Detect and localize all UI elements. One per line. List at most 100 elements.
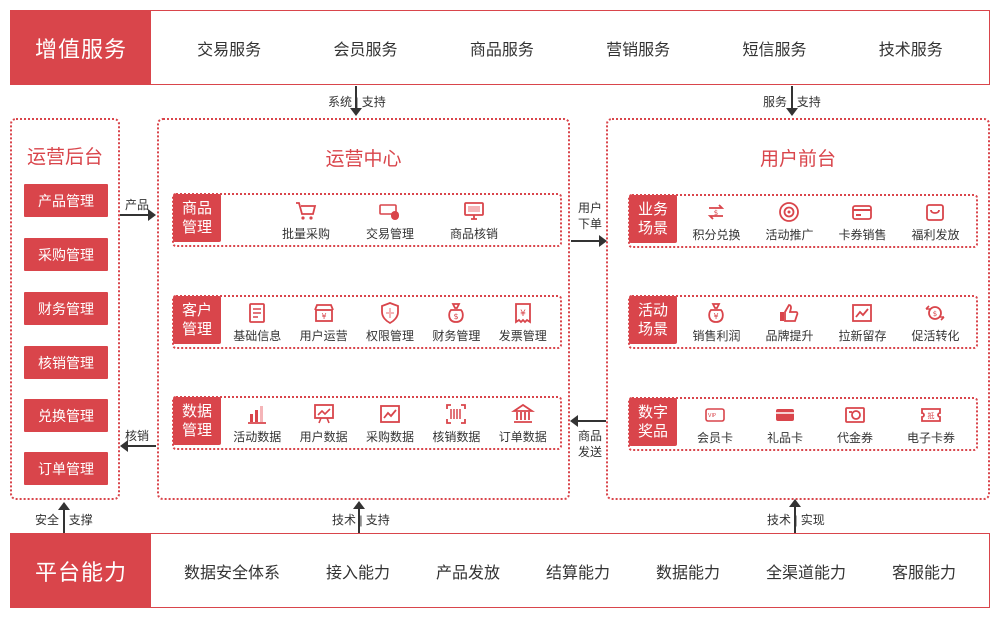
capability-item: 数据能力: [655, 564, 720, 582]
arrow-left-goods-delivery: [576, 420, 606, 422]
e-coupon-item[interactable]: 抵 电子卡券: [907, 403, 955, 446]
welfare-distribution-item[interactable]: 福利发放: [911, 200, 960, 243]
svg-text:¥: ¥: [520, 309, 526, 319]
activity-scene-row: 活动场景 ¥ 销售利润 品牌提升 拉新留存 $ 促活转化: [628, 295, 978, 349]
row-label: 客户管理: [173, 296, 221, 344]
basic-info-item[interactable]: 基础信息: [233, 301, 281, 344]
connector-bottom-right-label: 技术 | 实现: [767, 513, 825, 527]
row-items: ¥ 销售利润 品牌提升 拉新留存 $ 促活转化: [680, 297, 972, 347]
order-management-button[interactable]: 订单管理: [24, 452, 108, 485]
item-label: 发票管理: [498, 328, 547, 343]
arrowhead-icon: [350, 108, 362, 116]
row-label: 数据管理: [173, 397, 221, 445]
writeoff-flow-label: 核销: [125, 429, 150, 443]
capability-item: 产品发放: [435, 564, 500, 582]
item-label: 基础信息: [233, 328, 282, 343]
sales-profit-item[interactable]: ¥ 销售利润: [692, 301, 741, 344]
arrowhead-icon: [570, 415, 578, 427]
row-items: VIP 会员卡 礼品卡 代金券 抵 电子卡券: [680, 399, 972, 449]
invoice-management-item[interactable]: ¥ 发票管理: [499, 301, 547, 344]
money-bag-icon: ¥: [708, 302, 725, 323]
customer-management-row: 客户管理 基础信息 ¥ 用户运营 权限管理 $ 财务管理 ¥ 发票管理: [172, 295, 562, 349]
row-items: 批量采购 交易管理 商品核销: [224, 195, 556, 245]
connector-bottom-mid-label: 技术 | 支持: [332, 513, 390, 527]
svg-text:VIP: VIP: [708, 413, 716, 419]
monitor-icon: [464, 201, 484, 220]
arrow-down-top-left: [355, 86, 357, 112]
finance-management-button[interactable]: 财务管理: [24, 292, 108, 325]
row-items: 基础信息 ¥ 用户运营 权限管理 $ 财务管理 ¥ 发票管理: [224, 297, 556, 347]
item-label: 交易管理: [365, 226, 414, 241]
item-label: 用户运营: [299, 328, 348, 343]
money-bag-icon: $: [448, 302, 465, 323]
item-label: 销售利润: [692, 328, 741, 343]
ops-center-panel: 运营中心 商品管理 批量采购 交易管理 商品核销 客户管理 基础信息: [157, 118, 570, 500]
activation-conversion-item[interactable]: $ 促活转化: [911, 301, 960, 344]
arrowhead-icon: [148, 209, 156, 221]
item-label: 核销数据: [432, 429, 481, 444]
activity-data-item[interactable]: 活动数据: [233, 402, 281, 445]
item-label: 财务管理: [432, 328, 481, 343]
shield-icon: [381, 301, 399, 324]
service-item: 营销服务: [606, 41, 671, 59]
service-item: 短信服务: [742, 41, 807, 59]
user-data-item[interactable]: 用户数据: [300, 402, 348, 445]
arrow-left-writeoff: [126, 445, 156, 447]
business-scene-row: 业务场景 $ 积分兑换 活动推广 卡券销售 福利发放: [628, 194, 978, 248]
voucher-icon: [845, 406, 865, 423]
value-added-services-title: 增值服务: [11, 11, 151, 84]
store-icon: ¥: [313, 303, 334, 322]
order-data-item[interactable]: 订单数据: [499, 402, 547, 445]
row-items: 活动数据 用户数据 采购数据 核销数据 订单数据: [224, 398, 556, 448]
gift-card-icon: [775, 408, 794, 421]
points-exchange-item[interactable]: $ 积分兑换: [692, 200, 741, 243]
ops-center-title: 运营中心: [325, 149, 402, 170]
capability-item: 全渠道能力: [765, 564, 846, 582]
acquisition-retention-item[interactable]: 拉新留存: [838, 301, 887, 344]
arrow-up-bottom-left: [63, 508, 65, 533]
exchange-management-button[interactable]: 兑换管理: [24, 399, 108, 432]
value-added-services-list: 交易服务 会员服务 商品服务 营销服务 短信服务 技术服务: [151, 11, 989, 84]
connector-top-left: 系统 | 支持: [328, 87, 392, 115]
item-label: 礼品卡: [766, 430, 803, 445]
voucher-item[interactable]: 代金券: [837, 403, 873, 446]
ops-backend-panel: 运营后台 产品管理 采购管理 财务管理 核销管理 兑换管理 订单管理: [10, 118, 120, 500]
item-label: 积分兑换: [692, 227, 741, 242]
finance-management-item[interactable]: $ 财务管理: [432, 301, 480, 344]
arrow-right-user-order: [571, 240, 601, 242]
item-label: 订单数据: [498, 429, 547, 444]
user-front-panel: 用户前台 业务场景 $ 积分兑换 活动推广 卡券销售 福利发放 活动场景: [606, 118, 990, 500]
membership-card-item[interactable]: VIP 会员卡: [697, 403, 733, 446]
purchase-data-item[interactable]: 采购数据: [366, 402, 414, 445]
transaction-management-item[interactable]: 交易管理: [366, 199, 414, 242]
gift-box-icon: [926, 203, 945, 221]
thumbs-up-icon: [780, 303, 799, 322]
writeoff-management-button[interactable]: 核销管理: [24, 346, 108, 379]
digital-prize-row: 数字奖品 VIP 会员卡 礼品卡 代金券 抵 电子卡券: [628, 397, 978, 451]
item-label: 活动推广: [765, 227, 814, 242]
gift-card-item[interactable]: 礼品卡: [767, 403, 803, 446]
row-label: 业务场景: [629, 195, 677, 243]
user-front-title: 用户前台: [759, 149, 836, 170]
product-management-button[interactable]: 产品管理: [24, 184, 108, 217]
row-label: 数字奖品: [629, 398, 677, 446]
batch-purchase-item[interactable]: 批量采购: [282, 199, 330, 242]
brand-boost-item[interactable]: 品牌提升: [765, 301, 814, 344]
item-label: 促活转化: [911, 328, 960, 343]
document-icon: [249, 302, 266, 323]
activity-promotion-item[interactable]: 活动推广: [765, 200, 814, 243]
writeoff-data-item[interactable]: 核销数据: [432, 402, 480, 445]
purchase-management-button[interactable]: 采购管理: [24, 238, 108, 271]
coupon-sales-item[interactable]: 卡券销售: [838, 200, 887, 243]
capability-item: 结算能力: [545, 564, 610, 582]
row-label: 商品管理: [173, 194, 221, 242]
svg-text:$: $: [454, 312, 459, 321]
svg-text:¥: ¥: [714, 312, 719, 321]
permission-management-item[interactable]: 权限管理: [366, 301, 414, 344]
goods-writeoff-item[interactable]: 商品核销: [450, 199, 498, 242]
item-label: 活动数据: [233, 429, 282, 444]
invoice-icon: ¥: [514, 302, 531, 324]
user-operation-item[interactable]: ¥ 用户运营: [300, 301, 348, 344]
item-label: 拉新留存: [838, 328, 887, 343]
arrowhead-icon: [786, 108, 798, 116]
